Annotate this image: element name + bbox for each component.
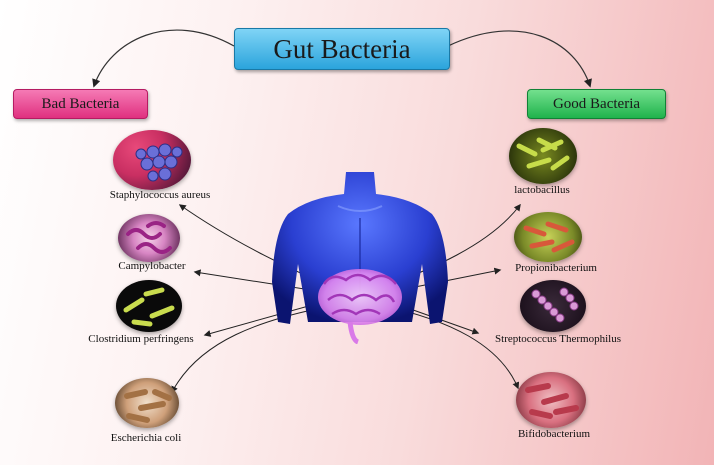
escherichia-coli-label: Escherichia coli <box>111 432 182 444</box>
propionibacterium-image <box>514 212 582 262</box>
clostridium-perfringens-image <box>116 280 182 332</box>
escherichia-coli-image <box>115 378 179 428</box>
arrow-title-to-good <box>448 31 590 86</box>
streptococcus-thermophilus-label: Streptococcus Thermophilus <box>495 333 621 345</box>
human-torso-figure <box>262 172 458 344</box>
campylobacter-label: Campylobacter <box>118 260 185 272</box>
bifidobacterium-image <box>516 372 586 428</box>
staphylococcus-aureus-image <box>113 130 191 190</box>
campylobacter-image <box>118 214 180 262</box>
bad-bacteria-label: Bad Bacteria <box>13 89 148 119</box>
arrow-title-to-bad <box>94 30 234 86</box>
lactobacillus-label: lactobacillus <box>514 184 570 196</box>
staphylococcus-aureus-label: Staphylococcus aureus <box>110 189 211 201</box>
gut-bacteria-title: Gut Bacteria <box>234 28 450 70</box>
intestine-icon <box>318 269 402 342</box>
propionibacterium-label: Propionibacterium <box>515 262 597 274</box>
clostridium-perfringens-label: Clostridium perfringens <box>88 333 193 345</box>
streptococcus-thermophilus-image <box>520 280 586 332</box>
good-bacteria-label: Good Bacteria <box>527 89 666 119</box>
lactobacillus-image <box>509 128 577 184</box>
bifidobacterium-label: Bifidobacterium <box>518 428 590 440</box>
